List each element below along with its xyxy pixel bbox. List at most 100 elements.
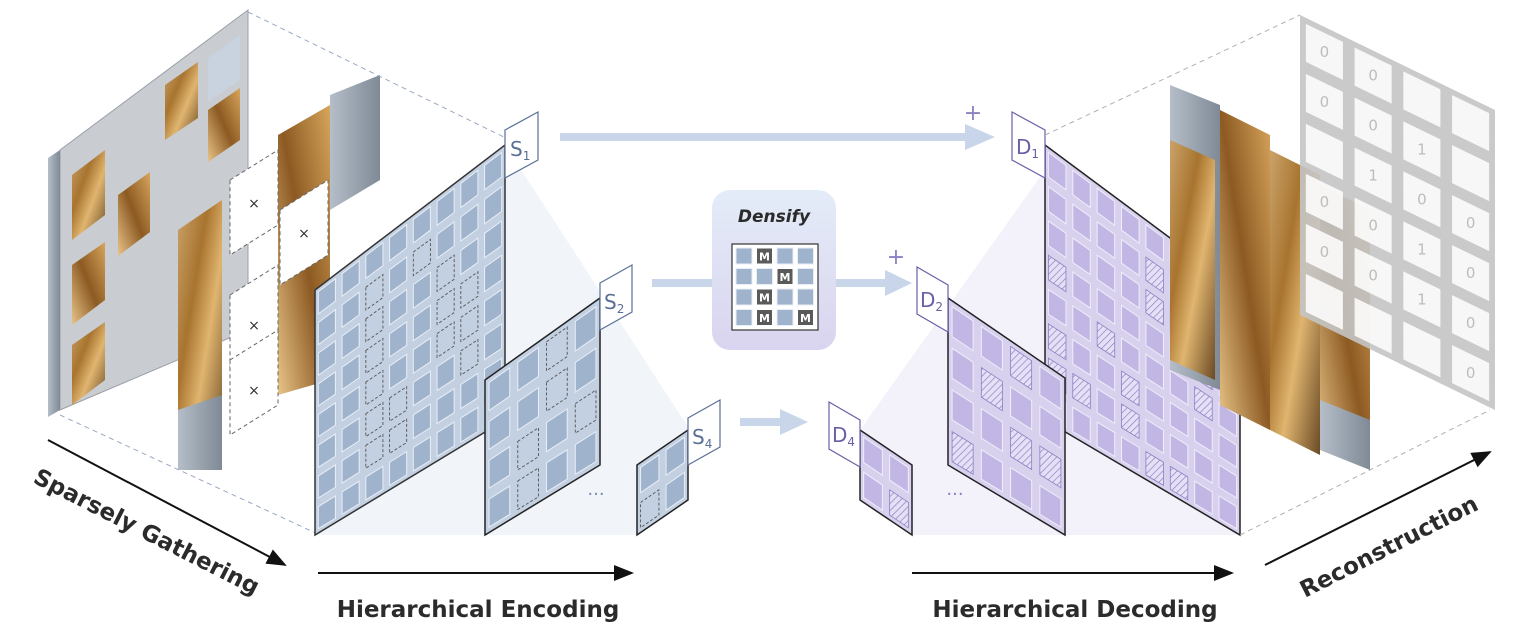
tag-d4: D4 xyxy=(828,400,861,469)
encoder-s1-cell xyxy=(412,403,431,440)
mask-value: 1 xyxy=(1368,167,1378,185)
svg-text:D4: D4 xyxy=(832,423,855,449)
encoder-s1-cell xyxy=(436,421,455,458)
encoder-s1-cell xyxy=(365,433,384,469)
decoder-d1-cell xyxy=(1047,219,1067,259)
encoder-s1-cell xyxy=(484,151,503,191)
svg-text:S2: S2 xyxy=(604,290,624,316)
encoder-map-s2 xyxy=(484,296,601,537)
encoder-s1-cell xyxy=(484,219,503,259)
encoder-s1-cell xyxy=(389,223,408,262)
encoder-s1-cell xyxy=(389,450,408,487)
decoder-d2-cell xyxy=(1010,426,1033,471)
encoder-s1-cell xyxy=(460,304,479,343)
encoder-s2-cell xyxy=(574,305,597,352)
decoder-d1-cell xyxy=(1145,385,1164,423)
encoder-s1-cell xyxy=(436,354,455,392)
decoder-d1-cell xyxy=(1194,480,1213,516)
decoder-d1-cell xyxy=(1072,270,1091,309)
mask-value: 0 xyxy=(1320,243,1330,261)
encoder-s1-cell xyxy=(341,448,360,484)
tag-d1: D1 xyxy=(1011,110,1046,180)
mask-token-label: M xyxy=(759,312,770,325)
encoder-s1-cell xyxy=(460,169,479,209)
decoder-d2-cell xyxy=(980,407,1003,453)
decoder-d2-cell xyxy=(951,347,974,393)
encoder-s1-cell xyxy=(436,387,455,425)
encoder-s4-cell xyxy=(640,453,660,494)
decoder-d1-cell xyxy=(1169,369,1189,406)
mask-cell xyxy=(1403,321,1441,378)
decoder-d1-cell xyxy=(1218,401,1238,438)
encoder-s1-cell xyxy=(341,417,360,453)
encoder-s2-cell xyxy=(488,485,511,529)
mask-value: 0 xyxy=(1368,267,1378,285)
encoder-s2-cell xyxy=(574,389,597,435)
densify-cell xyxy=(776,288,794,306)
decoder-d1-cell xyxy=(1096,254,1116,293)
mask-value: 0 xyxy=(1368,117,1378,135)
decoder-d4-cell xyxy=(863,471,883,512)
encoder-s1-cell xyxy=(460,203,479,243)
mask-value: 1 xyxy=(1417,240,1427,258)
decoder-d1-cell xyxy=(1048,323,1067,361)
densify-cell xyxy=(735,247,753,265)
decoder-d1-cell xyxy=(1121,337,1140,375)
decoder-d1-cell xyxy=(1145,320,1164,358)
mask-value: 0 xyxy=(1466,264,1476,282)
svg-text:D2: D2 xyxy=(920,288,943,314)
decoder-d2-cell xyxy=(951,305,974,352)
encoder-s1-cell xyxy=(341,480,360,516)
encoder-s1-cell xyxy=(484,185,503,225)
label-reconstruction: Reconstruction xyxy=(1296,491,1483,603)
decoder-d1-cell xyxy=(1072,372,1091,410)
mask-cell xyxy=(1452,145,1490,202)
mask-token xyxy=(756,288,773,306)
decoder-d1-cell xyxy=(1072,338,1091,376)
mask-token xyxy=(756,309,773,326)
decoder-d2-cell xyxy=(1010,345,1033,391)
mask-cell xyxy=(1354,97,1392,154)
mask-cell xyxy=(1403,121,1441,178)
encoder-s1-cell xyxy=(389,320,408,358)
densify-cell xyxy=(797,268,814,285)
decoder-d2-cell xyxy=(1039,365,1062,410)
decoder-d1-cell xyxy=(1072,203,1091,242)
mask-cell xyxy=(1354,197,1392,254)
encoder-s2-cell xyxy=(517,426,539,471)
encoder-s1-cell xyxy=(341,291,360,329)
tag-s4: S4 xyxy=(687,398,721,467)
decoder-d2-cell xyxy=(980,325,1003,372)
svg-text:D1: D1 xyxy=(1016,135,1039,161)
encoder-s1-cell xyxy=(460,271,479,309)
mask-value: 0 xyxy=(1320,193,1330,211)
encoder-s1-cell xyxy=(389,418,408,455)
encoder-s1-cell xyxy=(484,254,503,293)
encoder-s4-cell xyxy=(640,488,660,529)
encoder-s1-cell xyxy=(317,401,336,438)
densify-title: Densify xyxy=(738,207,811,227)
encoder-s1-cell xyxy=(436,220,455,260)
encoder-s1-cell xyxy=(317,277,336,315)
densify-cell xyxy=(735,268,753,285)
removed-mark: × xyxy=(248,318,260,334)
decoder-d1-cell xyxy=(1194,448,1213,484)
plus-sign: + xyxy=(964,101,982,126)
encoder-s1-cell xyxy=(436,254,455,293)
encoder-s2-cell xyxy=(517,346,539,392)
label-hierarchical-encoding: Hierarchical Encoding xyxy=(337,597,620,623)
encoder-s1-cell xyxy=(317,464,336,499)
mask-cell xyxy=(1305,123,1343,180)
encoder-s1-cell xyxy=(389,385,408,423)
encoder-s1-cell xyxy=(365,369,384,406)
decoder-d1-cell xyxy=(1096,354,1116,392)
decoder-d1-cell xyxy=(1121,435,1140,472)
decoder-d1-cell xyxy=(1145,353,1164,390)
mask-value: 0 xyxy=(1320,43,1330,61)
decoder-d1-cell xyxy=(1145,223,1164,262)
mask-value: 0 xyxy=(1320,93,1330,111)
decoder-d2-cell xyxy=(1039,405,1062,450)
mask-token xyxy=(756,247,773,265)
